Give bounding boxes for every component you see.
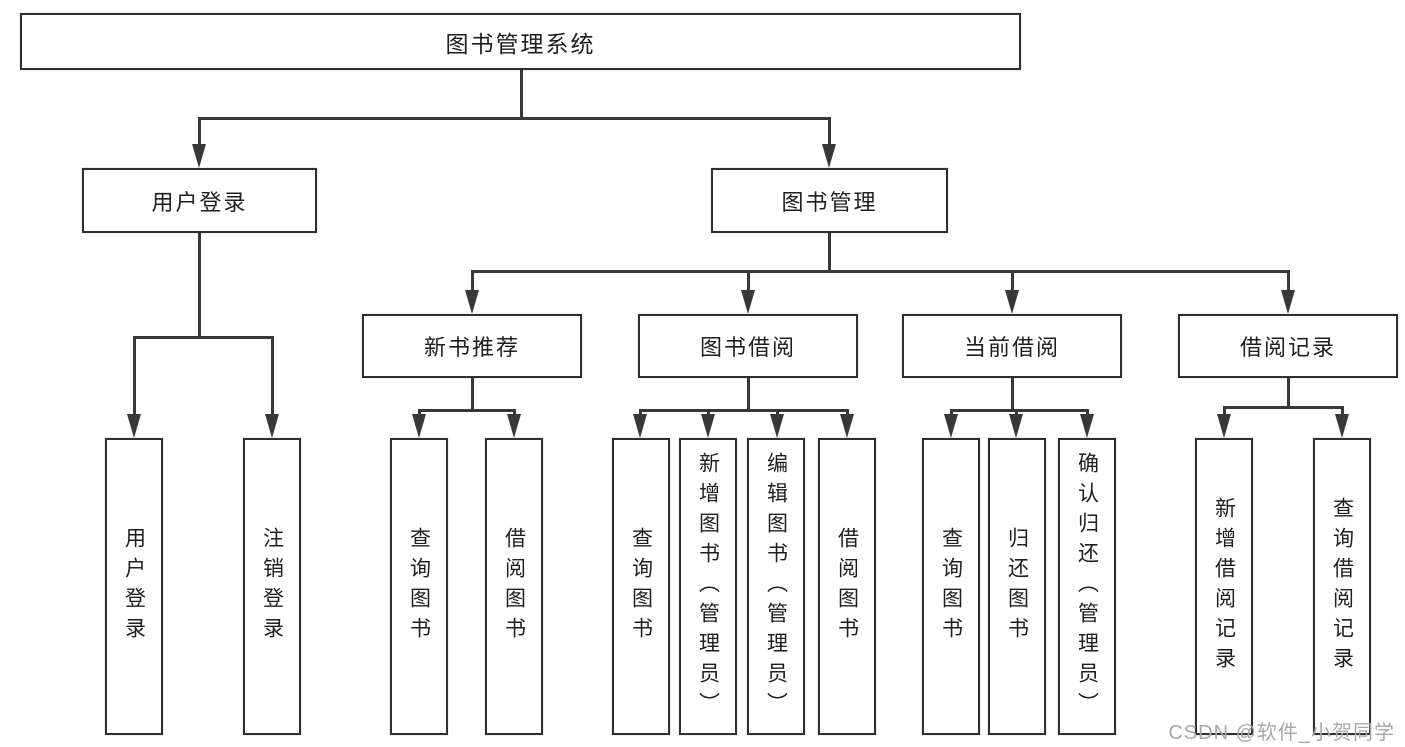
- connector-leaf-stem: [513, 409, 516, 417]
- connector-to-records-stem: [1287, 270, 1290, 292]
- arrow-down-icon: [265, 414, 279, 438]
- node-current-borrowing: 当前借阅: [902, 314, 1122, 378]
- connector-leaf-stem: [1223, 406, 1226, 417]
- leaf-add-books-admin: 新增图书（管理员）: [679, 438, 737, 735]
- arrow-down-icon: [1281, 290, 1295, 314]
- leaf-query-borrow-record: 查询借阅记录: [1313, 438, 1371, 735]
- node-book-management: 图书管理: [711, 168, 948, 233]
- connector-leaf-stem: [639, 409, 642, 417]
- leaf-label: 新增图书（管理员）: [696, 451, 720, 722]
- leaf-query-books-1: 查询图书: [390, 438, 448, 735]
- leaf-borrow-books-1: 借阅图书: [485, 438, 543, 735]
- node-user-login: 用户登录: [82, 168, 317, 233]
- arrow-down-icon: [944, 414, 958, 438]
- leaf-edit-books-admin: 编辑图书（管理员）: [747, 438, 805, 735]
- leaf-label: 借阅图书: [835, 526, 859, 647]
- connector-borrowing-split: [639, 409, 849, 412]
- connector-leaf-stem: [1086, 409, 1089, 417]
- leaf-label: 注销登录: [260, 526, 284, 647]
- node-root: 图书管理系统: [20, 13, 1021, 70]
- node-user-login-label: 用户登录: [151, 189, 248, 215]
- leaf-logout: 注销登录: [243, 438, 301, 735]
- connector-to-borrowing-stem: [747, 270, 750, 292]
- arrow-down-icon: [507, 414, 521, 438]
- leaf-label: 查询图书: [939, 526, 963, 647]
- leaf-label: 借阅图书: [502, 526, 526, 647]
- arrow-down-icon: [1005, 290, 1019, 314]
- connector-current-stem: [1011, 378, 1014, 412]
- leaf-label: 查询图书: [629, 526, 653, 647]
- leaf-user-login: 用户登录: [105, 438, 163, 735]
- connector-to-new-books-stem: [471, 270, 474, 292]
- arrow-down-icon: [1335, 414, 1349, 438]
- arrow-down-icon: [633, 414, 647, 438]
- arrow-down-icon: [1080, 414, 1094, 438]
- leaf-label: 用户登录: [122, 526, 146, 647]
- connector-leaf-stem: [418, 409, 421, 417]
- arrow-down-icon: [127, 414, 141, 438]
- leaf-borrow-books-2: 借阅图书: [818, 438, 876, 735]
- arrow-down-icon: [1009, 414, 1023, 438]
- connector-leaf-stem: [707, 409, 710, 417]
- connector-leaf-stem: [1341, 406, 1344, 417]
- connector-root-stem: [520, 70, 523, 118]
- leaf-query-books-2: 查询图书: [612, 438, 670, 735]
- arrow-down-icon: [770, 414, 784, 438]
- connector-user-login-split: [133, 336, 274, 339]
- node-borrowing-records-label: 借阅记录: [1239, 335, 1336, 360]
- connector-leaf-stem: [271, 336, 274, 414]
- leaf-add-borrow-record: 新增借阅记录: [1195, 438, 1253, 735]
- node-current-borrowing-label: 当前借阅: [963, 335, 1060, 360]
- connector-to-book-mgmt-stem: [828, 117, 831, 144]
- connector-user-login-stem: [198, 233, 201, 337]
- arrow-down-icon: [412, 414, 426, 438]
- connector-records-split: [1223, 406, 1344, 409]
- node-book-borrowing: 图书借阅: [638, 314, 858, 378]
- arrow-down-icon: [1217, 414, 1231, 438]
- node-borrowing-records: 借阅记录: [1178, 314, 1398, 378]
- connector-leaf-stem: [776, 409, 779, 417]
- node-book-borrowing-label: 图书借阅: [699, 335, 796, 360]
- leaf-label: 编辑图书（管理员）: [764, 451, 788, 722]
- node-book-management-label: 图书管理: [781, 189, 878, 215]
- connector-leaf-stem: [133, 336, 136, 414]
- connector-leaf-stem: [846, 409, 849, 417]
- arrow-down-icon: [741, 290, 755, 314]
- arrow-down-icon: [465, 290, 479, 314]
- connector-root-split: [198, 117, 831, 120]
- arrow-down-icon: [822, 144, 836, 168]
- connector-new-books-split: [418, 409, 516, 412]
- connector-records-stem: [1287, 378, 1290, 409]
- connector-current-split: [950, 409, 1089, 412]
- leaf-label: 查询借阅记录: [1330, 496, 1354, 677]
- leaf-confirm-return-admin: 确认归还（管理员）: [1058, 438, 1116, 735]
- leaf-label: 归还图书: [1005, 526, 1029, 647]
- leaf-label: 查询图书: [407, 526, 431, 647]
- connector-to-current-stem: [1011, 270, 1014, 292]
- arrow-down-icon: [840, 414, 854, 438]
- connector-to-user-login-stem: [198, 117, 201, 144]
- leaf-label: 确认归还（管理员）: [1075, 451, 1099, 722]
- node-new-book-recommend-label: 新书推荐: [423, 335, 520, 360]
- leaf-query-books-3: 查询图书: [922, 438, 980, 735]
- connector-borrowing-stem: [747, 378, 750, 412]
- connector-book-mgmt-split: [471, 270, 1289, 273]
- connector-leaf-stem: [1015, 409, 1018, 417]
- connector-new-books-stem: [471, 378, 474, 412]
- arrow-down-icon: [192, 144, 206, 168]
- csdn-watermark: CSDN @软件_小贺同学: [1168, 722, 1395, 744]
- node-root-label: 图书管理系统: [445, 30, 596, 57]
- node-new-book-recommend: 新书推荐: [362, 314, 582, 378]
- leaf-label: 新增借阅记录: [1212, 496, 1236, 677]
- connector-book-mgmt-stem: [828, 233, 831, 272]
- leaf-return-books: 归还图书: [988, 438, 1046, 735]
- connector-leaf-stem: [950, 409, 953, 417]
- arrow-down-icon: [701, 414, 715, 438]
